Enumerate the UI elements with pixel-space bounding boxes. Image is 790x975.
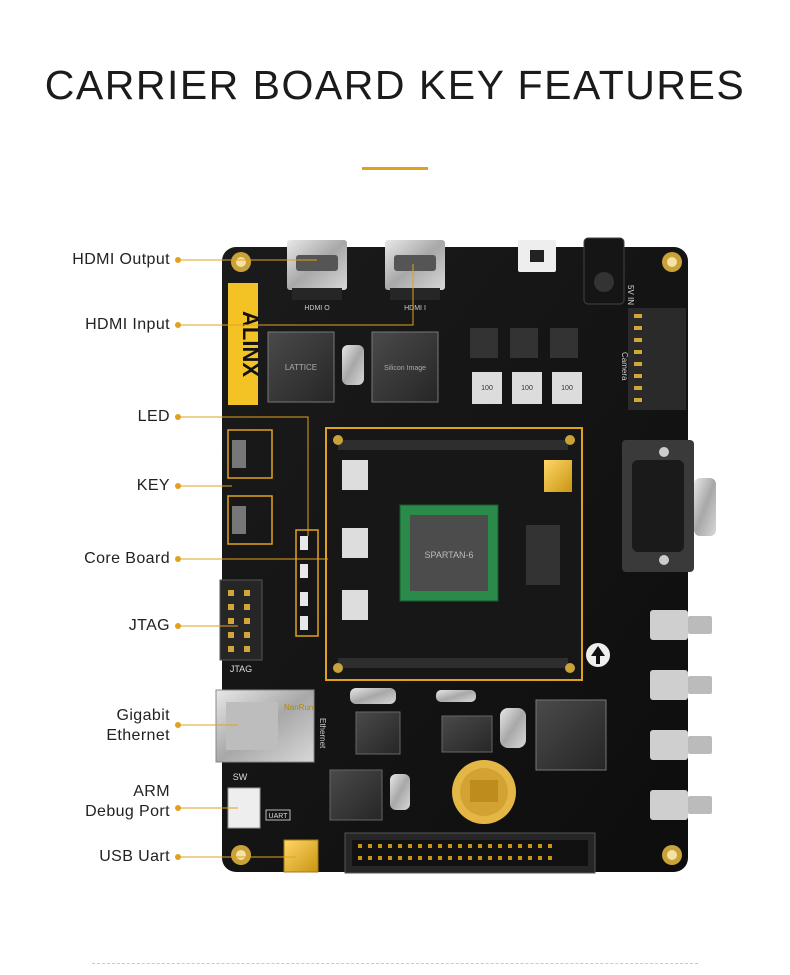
battery-holder — [452, 760, 516, 824]
svg-text:100: 100 — [481, 385, 493, 392]
phy-chip — [355, 711, 401, 755]
callout-arm-line1: ARM — [133, 783, 170, 800]
mounting-holes — [231, 252, 682, 865]
svg-text:NanRun: NanRun — [284, 703, 313, 712]
svg-text:HDMI O: HDMI O — [304, 305, 330, 312]
callout-debug-line2: Debug Port — [85, 803, 170, 820]
svg-text:Silicon Image: Silicon Image — [384, 365, 426, 372]
svg-text:LATTICE: LATTICE — [285, 363, 317, 372]
lattice-chip — [267, 331, 335, 403]
usb-uart-connector — [283, 839, 319, 873]
callout-dot — [175, 854, 181, 860]
callout-hdmi-output: HDMI Output — [72, 251, 170, 268]
callout-lines — [180, 259, 414, 858]
callout-jtag: JTAG — [128, 617, 170, 634]
key2-outline — [227, 495, 273, 545]
callout-gigabit-line1: Gigabit — [116, 707, 170, 724]
crystal-oscillator — [342, 345, 364, 385]
ethernet-controller — [535, 699, 607, 771]
callout-key: KEY — [136, 477, 170, 494]
svg-text:ALINX: ALINX — [238, 311, 263, 377]
callout-arm-debug-port: ARM Debug Port — [85, 782, 170, 822]
callout-dot — [175, 414, 181, 420]
sma-connectors — [650, 610, 712, 820]
svg-text:SW: SW — [233, 772, 248, 782]
vga-connector — [622, 440, 716, 572]
callout-dot — [175, 556, 181, 562]
power-inductors: 100 100 100 — [470, 328, 582, 404]
silicon-image-chip — [371, 331, 439, 403]
svg-text:100: 100 — [521, 385, 533, 392]
svg-text:5V IN: 5V IN — [626, 285, 635, 305]
page-title: CARRIER BOARD KEY FEATURES — [44, 62, 746, 108]
callout-ethernet-line2: Ethernet — [106, 727, 170, 744]
callout-gigabit-ethernet: Gigabit Ethernet — [106, 706, 170, 746]
svg-text:HDMI I: HDMI I — [404, 305, 426, 312]
alinx-logo: ALINX — [228, 283, 263, 405]
core-board: SPARTAN-6 — [325, 427, 583, 681]
callout-usb-uart: USB Uart — [99, 848, 170, 865]
svg-text:Ethernet: Ethernet — [318, 718, 327, 749]
key1-outline — [227, 429, 273, 479]
hdmi-input-connector: HDMI I — [385, 240, 445, 312]
callout-dot — [175, 322, 181, 328]
callout-dot — [175, 722, 181, 728]
camera-header — [628, 308, 686, 410]
callout-core-board: Core Board — [84, 550, 170, 567]
callout-dot — [175, 623, 181, 629]
svg-text:JTAG: JTAG — [230, 664, 252, 674]
expansion-header — [344, 832, 596, 874]
title-underline — [362, 167, 428, 170]
svg-text:100: 100 — [561, 385, 573, 392]
led-outline — [295, 529, 319, 637]
callout-led: LED — [137, 408, 170, 425]
arm-mcu — [329, 769, 383, 821]
callout-dot — [175, 483, 181, 489]
power-jack — [583, 237, 625, 305]
svg-text:SPARTAN-6: SPARTAN-6 — [424, 550, 473, 560]
svg-text:UART: UART — [269, 813, 289, 820]
ethernet-jack: NanRun Ethernet — [215, 689, 327, 763]
callout-hdmi-input: HDMI Input — [85, 316, 170, 333]
svg-text:Camera: Camera — [620, 352, 629, 381]
jtag-header: JTAG — [219, 579, 263, 674]
callout-dot — [175, 257, 181, 263]
callout-dot — [175, 805, 181, 811]
bottom-divider — [92, 963, 698, 964]
hdmi-output-connector: HDMI O — [287, 240, 347, 312]
